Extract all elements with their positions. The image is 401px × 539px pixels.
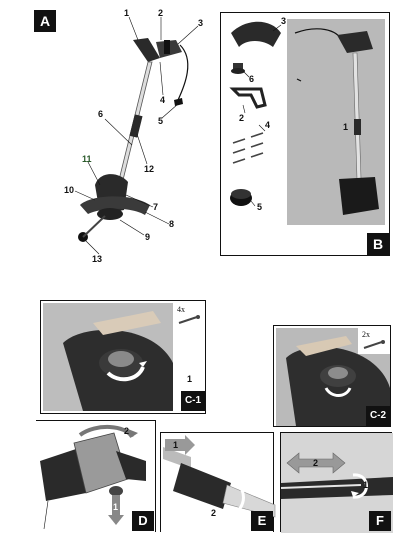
trimmer-photo-drawing <box>294 28 379 215</box>
panel-b: 3 6 2 4 5 1 B <box>220 12 390 256</box>
callout-b-2: 2 <box>239 113 245 123</box>
c1-quantity: 4x <box>177 305 185 314</box>
callout-b-1: 1 <box>343 122 349 132</box>
panel-e-label: E <box>251 511 273 531</box>
panel-b-label: B <box>367 233 389 255</box>
c1-arrow-num: 1 <box>187 374 193 384</box>
f-arrow-2: 2 <box>313 458 319 468</box>
callout-b-6: 6 <box>249 74 255 84</box>
panel-e: 1 2 E <box>160 432 276 532</box>
e-arrow-1: 1 <box>173 440 179 450</box>
callout-a-7: 7 <box>153 202 159 212</box>
panel-d: 2 1 D <box>36 420 156 532</box>
callout-a-2: 2 <box>158 8 164 18</box>
c1-photo <box>43 303 173 411</box>
panel-c1-label: C-1 <box>181 391 205 411</box>
e-drawing <box>163 435 276 521</box>
e-arrow-2: 2 <box>211 508 217 518</box>
panel-c2-label: C-2 <box>366 406 390 426</box>
callout-a-9: 9 <box>145 232 151 242</box>
c1-photo-drawing <box>43 303 173 411</box>
callout-b-5: 5 <box>257 202 263 212</box>
f-arrow-1: 1 <box>363 480 369 490</box>
panel-a-label: A <box>34 10 56 32</box>
d-drawing <box>40 425 146 530</box>
callout-a-5: 5 <box>158 116 164 126</box>
c2-screw-inset: 2x <box>358 328 390 354</box>
panel-c2: 2x C-2 <box>273 325 391 427</box>
panel-c1: 4x 1 C-1 <box>40 300 206 414</box>
callout-a-8: 8 <box>169 219 175 229</box>
panel-f: 2 1 F <box>280 432 393 533</box>
c2-quantity: 2x <box>362 330 370 339</box>
d-arrow-2: 2 <box>124 426 130 436</box>
callout-a-11: 11 <box>82 154 92 164</box>
panel-f-label: F <box>369 511 391 531</box>
panel-d-label: D <box>132 511 154 531</box>
callout-b-3: 3 <box>281 16 287 26</box>
panel-a: A 1 2 3 4 5 6 1 <box>20 0 220 270</box>
callout-a-4: 4 <box>160 95 166 105</box>
callout-b-4: 4 <box>265 120 271 130</box>
screw-icon <box>363 340 385 349</box>
callout-a-12: 12 <box>144 164 155 174</box>
parts-drawing <box>229 21 282 207</box>
trimmer-photo: 1 <box>287 19 385 225</box>
callout-a-10: 10 <box>64 185 75 195</box>
callout-a-6: 6 <box>98 109 104 119</box>
screw-icon <box>178 315 200 324</box>
d-arrow-1: 1 <box>113 502 119 512</box>
trimmer-drawing <box>74 16 199 255</box>
callout-a-13: 13 <box>92 254 103 264</box>
c1-screw-inset: 4x <box>173 303 205 329</box>
callout-a-1: 1 <box>124 8 130 18</box>
callout-a-3: 3 <box>198 18 204 28</box>
